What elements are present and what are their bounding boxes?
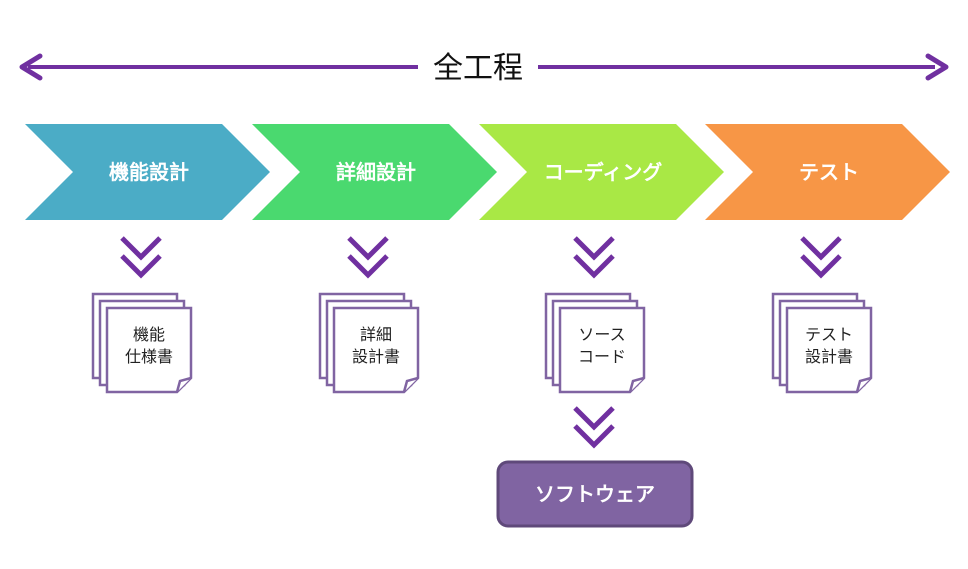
phase-label-4: テスト <box>799 160 859 184</box>
span-arrowhead-right <box>925 53 949 81</box>
doc-page-curl <box>402 376 419 393</box>
phase-chevron-shape-2 <box>252 124 497 220</box>
doc-label-line1: 詳細 <box>360 325 392 344</box>
doc-label-line2: コード <box>578 347 626 366</box>
software-output-shape <box>496 460 694 528</box>
phase-label-3: コーディング <box>544 160 663 184</box>
document-stack-3: ソース コード <box>544 292 646 394</box>
down-arrow-3 <box>573 236 615 279</box>
doc-label-line1: 機能 <box>133 325 165 344</box>
down-arrow-4 <box>800 236 842 279</box>
phase-chevron-shape-4 <box>705 124 950 220</box>
software-output-box: ソフトウェア <box>496 460 694 528</box>
down-arrow-2 <box>347 236 389 279</box>
doc-label-line1: テスト <box>805 325 853 344</box>
span-title: 全工程 <box>433 51 523 86</box>
software-output-label: ソフトウェア <box>535 482 655 506</box>
doc-page-curl <box>855 376 872 393</box>
phase-label-2: 詳細設計 <box>336 160 416 184</box>
document-stack-4: テスト 設計書 <box>771 292 873 394</box>
doc-page-curl <box>175 376 192 393</box>
phase-label-1: 機能設計 <box>109 160 189 184</box>
down-arrow-1 <box>120 236 162 279</box>
phase-chevron-shape-3 <box>479 124 724 220</box>
phase-chevron-2: 詳細設計 <box>252 124 497 220</box>
doc-page-curl <box>628 376 645 393</box>
phase-chevron-4: テスト <box>705 124 950 220</box>
phase-chevron-3: コーディング <box>479 124 724 220</box>
phase-chevron-1: 機能設計 <box>25 124 270 220</box>
doc-label-line2: 仕様書 <box>125 347 173 366</box>
document-stack-1: 機能 仕様書 <box>91 292 193 394</box>
doc-label-line1: ソース <box>578 325 625 344</box>
doc-label-line2: 設計書 <box>805 347 853 366</box>
span-arrowhead-left <box>19 53 43 81</box>
down-arrow-to-output <box>573 406 615 449</box>
doc-label-line2: 設計書 <box>352 347 400 366</box>
phase-chevron-shape-1 <box>25 124 270 220</box>
overall-span-arrow: 全工程 <box>19 51 949 86</box>
document-stack-2: 詳細 設計書 <box>318 292 420 394</box>
